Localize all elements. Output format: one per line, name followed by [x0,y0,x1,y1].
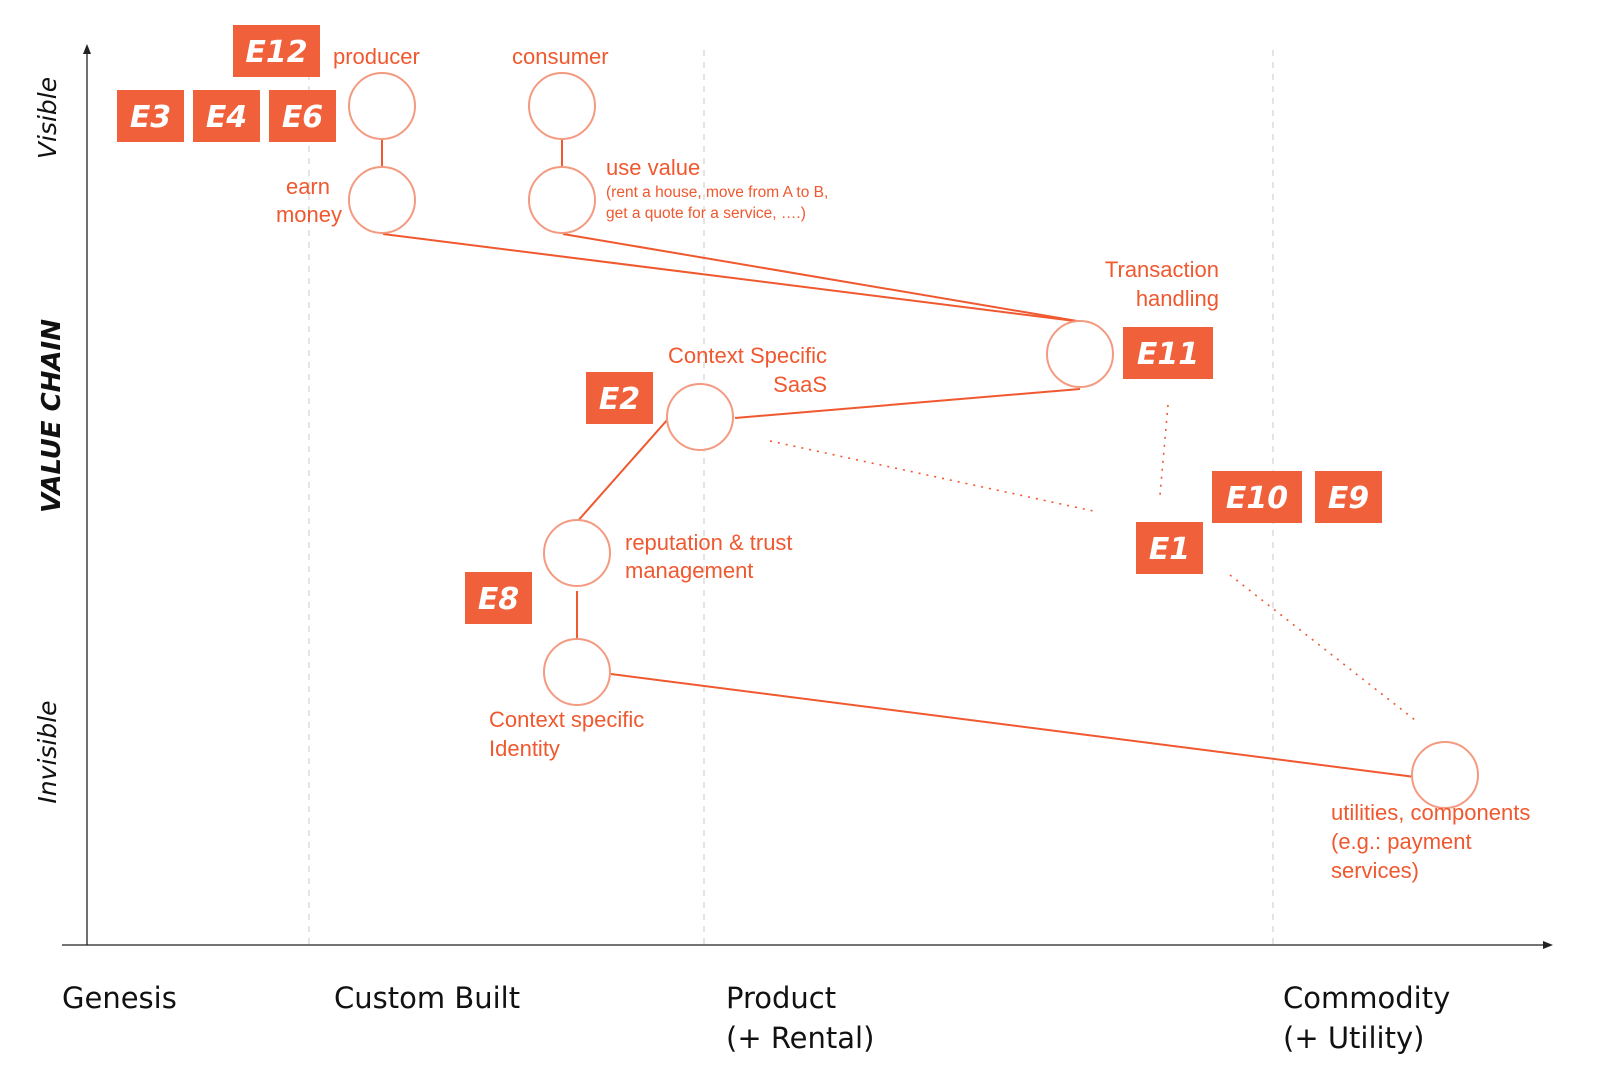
label-identity-1: Context specific [489,707,644,732]
badge-e1: E1 [1136,522,1203,574]
y-axis-top-label: Visible [33,77,62,159]
label-producer: producer [333,44,420,69]
label-use-value: use value [606,155,700,180]
link-use-value-transaction [562,233,1084,323]
label-transaction-1: Transaction [1105,257,1219,282]
badge-e4: E4 [193,90,260,142]
label-context-saas-1: Context Specific [668,343,827,368]
x-axis-arrowhead [1543,941,1553,949]
y-axis-bottom-label: Invisible [33,700,62,803]
y-axis-arrowhead [83,44,91,54]
label-context-saas-2: SaaS [773,372,827,397]
stage-label-commodity-sub: (+ Utility) [1283,1021,1424,1055]
badge-e3: E3 [117,90,184,142]
badge-e12-label: E12 [245,35,307,70]
badge-e2: E2 [586,372,653,424]
badge-e9: E9 [1315,471,1382,523]
label-utilities-2: (e.g.: payment [1331,829,1472,854]
node-producer [348,72,416,140]
node-utilities [1411,741,1479,809]
badge-e2-label: E2 [599,382,640,417]
badge-e8-label: E8 [478,582,519,617]
badge-e8: E8 [465,572,532,624]
dotted-link-saas-e1 [769,440,1099,513]
link-identity-utilities [610,673,1416,778]
stage-label-genesis: Genesis [62,981,177,1015]
badge-e6: E6 [269,90,336,142]
dotted-link-e11-e1 [1159,404,1169,496]
node-reputation-trust [543,519,611,587]
node-consumer [528,72,596,140]
badge-e3-label: E3 [130,100,171,135]
node-context-saas [666,383,734,451]
badge-e10: E10 [1212,471,1302,523]
badge-e6-label: E6 [282,100,323,135]
stage-label-product-sub: (+ Rental) [726,1021,874,1055]
badge-e1-label: E1 [1149,532,1190,567]
label-earn-money-1: earn [286,174,330,199]
link-earn-money-transaction [382,233,1084,323]
label-earn-money-2: money [276,202,342,227]
badge-e11: E11 [1123,327,1213,379]
badge-e11-label: E11 [1137,337,1199,372]
stage-label-commodity: Commodity [1283,981,1450,1015]
link-reputation-saas [575,418,669,524]
node-earn-money [348,166,416,234]
dotted-link-e1-utilities [1229,574,1416,721]
label-reputation-2: management [625,558,753,583]
badge-e12: E12 [233,25,320,77]
label-use-value-detail-2: get a quote for a service, ….) [606,205,806,222]
node-context-identity [543,638,611,706]
label-identity-2: Identity [489,736,560,761]
label-reputation-1: reputation & trust [625,530,793,555]
stage-label-product: Product [726,981,836,1015]
y-axis-title: VALUE CHAIN [37,319,67,513]
badge-e10-label: E10 [1226,481,1288,516]
label-consumer: consumer [512,44,609,69]
node-use-value [528,166,596,234]
badge-e4-label: E4 [206,100,247,135]
label-use-value-detail-1: (rent a house, move from A to B, [606,184,828,201]
stage-label-custom-built: Custom Built [334,981,520,1015]
badge-e9-label: E9 [1328,481,1369,516]
label-utilities-1: utilities, components [1331,800,1530,825]
link-saas-transaction [734,388,1081,419]
label-transaction-2: handling [1136,286,1219,311]
label-utilities-3: services) [1331,858,1419,883]
node-transaction-handling [1046,320,1114,388]
